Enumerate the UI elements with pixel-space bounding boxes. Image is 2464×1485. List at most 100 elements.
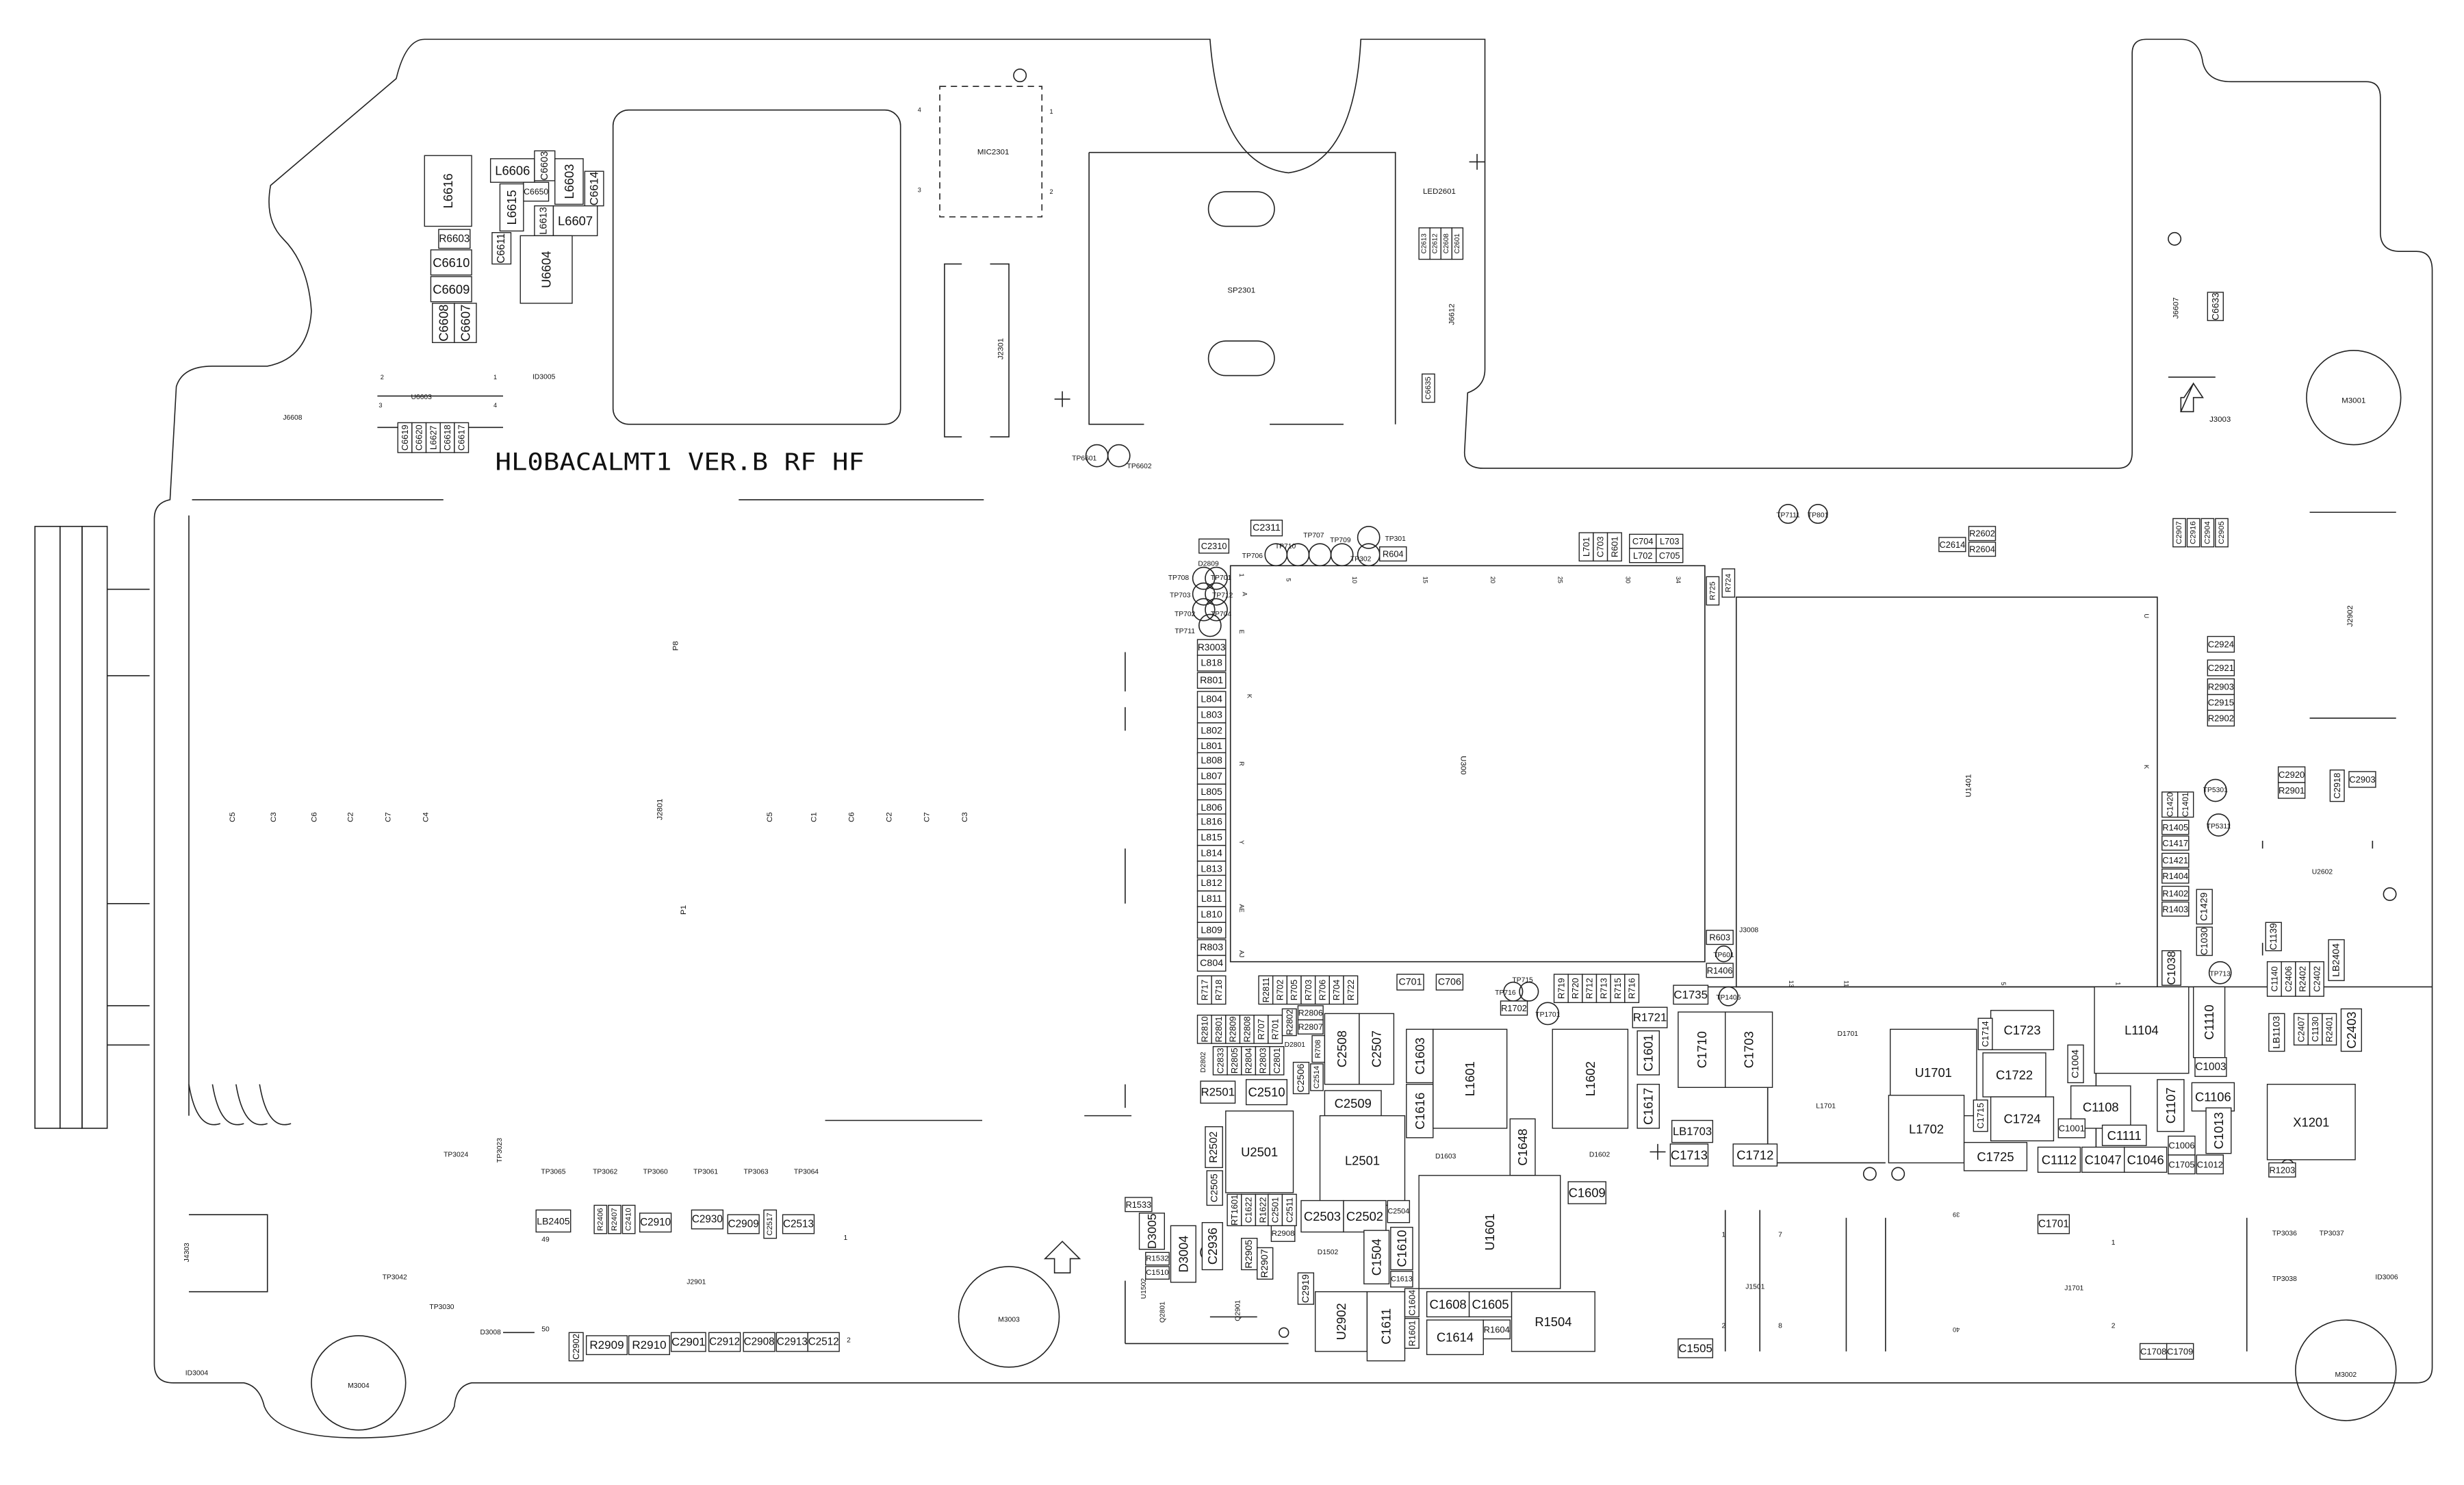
component-r2801[interactable]: R2801 [1211, 1015, 1227, 1044]
component-c2912[interactable]: C2912 [708, 1332, 741, 1352]
component-r604[interactable]: R604 [1379, 546, 1407, 562]
component-c1130[interactable]: C1130 [2307, 1013, 2323, 1046]
component-r705[interactable]: R705 [1286, 975, 1302, 1005]
component-c1648[interactable]: C1648 [1509, 1118, 1536, 1176]
component-c1420[interactable]: C1420 [2161, 791, 2179, 818]
component-u1601[interactable]: U1601 [1418, 1175, 1561, 1289]
component-c2601[interactable]: C2601 [1451, 227, 1464, 260]
component-l801[interactable]: L801 [1196, 738, 1227, 755]
component-r1721[interactable]: R1721 [1632, 1006, 1668, 1028]
component-u6604[interactable]: U6604 [519, 235, 573, 304]
component-c1012[interactable]: C1012 [2196, 1154, 2224, 1175]
component-c1714[interactable]: C1714 [1977, 1017, 1993, 1050]
component-r2401[interactable]: R2401 [2322, 1013, 2337, 1046]
component-r2907[interactable]: R2907 [1257, 1247, 1274, 1280]
component-c2907[interactable]: C2907 [2172, 518, 2186, 548]
component-l806[interactable]: L806 [1196, 799, 1227, 816]
component-r724[interactable]: R724 [1721, 568, 1736, 598]
component-c1601[interactable]: C1601 [1637, 1030, 1660, 1076]
component-r1604[interactable]: R1604 [1483, 1319, 1511, 1340]
component-c2507[interactable]: C2507 [1359, 1013, 1395, 1085]
component-c6618[interactable]: C6618 [439, 422, 455, 453]
component-c1708[interactable]: C1708 [2139, 1343, 2168, 1360]
component-r1601[interactable]: R1601 [1404, 1318, 1420, 1349]
component-c1112[interactable]: C1112 [2037, 1146, 2081, 1173]
component-r803[interactable]: R803 [1196, 939, 1227, 956]
component-c1106[interactable]: C1106 [2191, 1082, 2235, 1112]
component-l6603[interactable]: L6603 [554, 158, 584, 205]
component-c2517[interactable]: C2517 [763, 1209, 778, 1239]
component-rt1601[interactable]: RT1601 [1227, 1193, 1242, 1226]
component-c2410[interactable]: C2410 [621, 1204, 636, 1234]
component-l803[interactable]: L803 [1196, 707, 1227, 724]
component-c1617[interactable]: C1617 [1637, 1084, 1660, 1129]
component-c1111[interactable]: C1111 [2101, 1124, 2147, 1146]
component-c1613[interactable]: C1613 [1390, 1271, 1413, 1288]
component-c2833[interactable]: C2833 [1212, 1045, 1228, 1076]
component-r715[interactable]: R715 [1610, 974, 1626, 1004]
component-c6610[interactable]: C6610 [430, 249, 472, 276]
component-c2613[interactable]: C2613 [1418, 227, 1430, 260]
component-l811[interactable]: L811 [1196, 890, 1227, 908]
component-c2501[interactable]: C2501 [1268, 1193, 1283, 1226]
component-c1722[interactable]: C1722 [1982, 1052, 2046, 1097]
component-r2910[interactable]: R2910 [628, 1335, 670, 1356]
component-r603[interactable]: R603 [1706, 930, 1734, 945]
component-c2509[interactable]: C2509 [1324, 1090, 1382, 1117]
component-d3005[interactable]: D3005 [1138, 1213, 1165, 1250]
component-c2504[interactable]: C2504 [1387, 1200, 1411, 1223]
component-c706[interactable]: C706 [1435, 974, 1464, 991]
component-l6616[interactable]: L6616 [424, 155, 472, 227]
component-l1602[interactable]: L1602 [1552, 1028, 1629, 1129]
component-r601[interactable]: R601 [1606, 532, 1622, 562]
component-c2511[interactable]: C2511 [1281, 1193, 1297, 1226]
component-c1013[interactable]: C1013 [2205, 1107, 2232, 1154]
component-r2903[interactable]: R2903 [2207, 678, 2235, 696]
component-r2501[interactable]: R2501 [1200, 1080, 1236, 1104]
component-r2811[interactable]: R2811 [1258, 975, 1274, 1005]
component-c1047[interactable]: C1047 [2081, 1146, 2125, 1173]
component-c1610[interactable]: C1610 [1390, 1226, 1413, 1271]
component-c2915[interactable]: C2915 [2207, 694, 2235, 711]
component-c1614[interactable]: C1614 [1426, 1319, 1484, 1356]
component-r703[interactable]: R703 [1300, 975, 1316, 1005]
component-r2407[interactable]: R2407 [608, 1204, 621, 1234]
component-r2402[interactable]: R2402 [2295, 961, 2311, 997]
component-r2602[interactable]: R2602 [1968, 526, 1997, 542]
component-c2514[interactable]: C2514 [1310, 1063, 1324, 1091]
component-c1510[interactable]: C1510 [1145, 1266, 1170, 1280]
component-r2905[interactable]: R2905 [1241, 1237, 1258, 1271]
component-c2930[interactable]: C2930 [691, 1209, 724, 1230]
component-c6608[interactable]: C6608 [432, 303, 455, 344]
component-r701[interactable]: R701 [1268, 1015, 1283, 1044]
component-l702[interactable]: L702 [1629, 548, 1657, 563]
component-r706[interactable]: R706 [1314, 975, 1330, 1005]
component-c6635[interactable]: C6635 [1422, 373, 1435, 403]
component-l6613[interactable]: L6613 [534, 205, 554, 236]
component-r2908[interactable]: R2908 [1270, 1225, 1296, 1242]
component-r3003[interactable]: R3003 [1196, 639, 1227, 656]
component-l6607[interactable]: L6607 [552, 205, 598, 236]
component-c703[interactable]: C703 [1593, 532, 1608, 562]
component-c1038[interactable]: C1038 [2161, 950, 2182, 986]
component-r6603[interactable]: R6603 [438, 229, 471, 249]
component-c701[interactable]: C701 [1396, 974, 1424, 991]
component-l1601[interactable]: L1601 [1433, 1028, 1508, 1129]
component-r708[interactable]: R708 [1311, 1035, 1326, 1063]
component-r717[interactable]: R717 [1196, 975, 1212, 1005]
component-r1702[interactable]: R1702 [1500, 1000, 1528, 1016]
component-c1110[interactable]: C1110 [2192, 986, 2226, 1058]
component-c2903[interactable]: C2903 [2348, 771, 2376, 788]
component-r2805[interactable]: R2805 [1227, 1045, 1242, 1076]
component-c2505[interactable]: C2505 [1206, 1170, 1223, 1206]
component-r1403[interactable]: R1403 [2161, 901, 2190, 917]
component-c704[interactable]: C704 [1629, 533, 1657, 549]
component-l701[interactable]: L701 [1578, 532, 1594, 562]
component-c2919[interactable]: C2919 [1297, 1272, 1315, 1305]
component-c1710[interactable]: C1710 [1678, 1011, 1726, 1088]
component-c1003[interactable]: C1003 [2194, 1057, 2227, 1077]
component-l1104[interactable]: L1104 [2094, 986, 2190, 1074]
component-r707[interactable]: R707 [1253, 1015, 1269, 1044]
component-l808[interactable]: L808 [1196, 752, 1227, 770]
component-lb1703[interactable]: LB1703 [1671, 1119, 1714, 1143]
